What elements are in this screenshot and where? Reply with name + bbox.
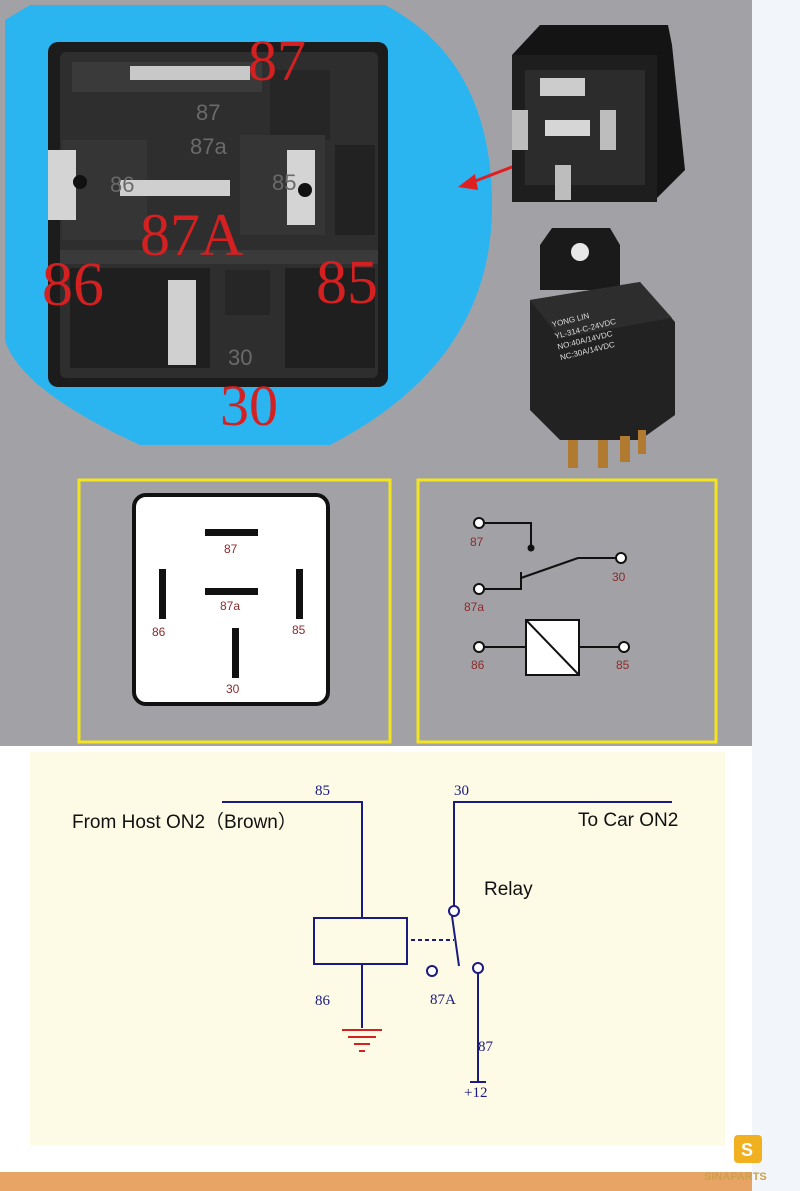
relay-label: Relay bbox=[484, 879, 533, 900]
relay-symbol-panel: 87 87a 30 86 85 bbox=[416, 478, 718, 744]
wiring-schematic: From Host ON2（Brown） To Car ON2 Relay 85… bbox=[72, 783, 678, 1101]
pinout-label-87: 87 bbox=[224, 542, 238, 556]
schematic-pin-30: 30 bbox=[454, 783, 469, 799]
brand-watermark: S SINAPARTS bbox=[704, 1135, 767, 1183]
molded-label-87a: 87a bbox=[190, 134, 227, 159]
symbol-label-87a: 87a bbox=[464, 600, 484, 614]
to-car-label: To Car ON2 bbox=[578, 810, 678, 831]
symbol-label-30: 30 bbox=[612, 570, 626, 584]
pin-label-87a: 87A bbox=[140, 202, 243, 268]
molded-label-87: 87 bbox=[196, 100, 220, 125]
ground-icon bbox=[342, 1029, 382, 1052]
from-host-label: From Host ON2（Brown） bbox=[72, 811, 297, 833]
pinout-label-86: 86 bbox=[152, 625, 166, 639]
bottom-strip bbox=[0, 1172, 752, 1191]
page-margin bbox=[752, 0, 800, 1191]
symbol-label-87: 87 bbox=[470, 535, 484, 549]
pinout-label-87a: 87a bbox=[220, 599, 240, 613]
schematic-pin-87a: 87A bbox=[430, 992, 456, 1008]
pin-label-86: 86 bbox=[42, 251, 104, 319]
relay-body-photo: YONG LIN YL-314-C-24VDC NO:40A/14VDC NC:… bbox=[530, 228, 675, 468]
molded-label-30: 30 bbox=[228, 345, 252, 370]
schematic-pin-86: 86 bbox=[315, 993, 331, 1009]
symbol-label-85: 85 bbox=[616, 658, 630, 672]
pin-label-87: 87 bbox=[248, 28, 306, 93]
schematic-pin-85: 85 bbox=[315, 783, 330, 799]
supply-label: +12 bbox=[464, 1085, 487, 1101]
molded-pin-labels: 87 87a 86 85 30 bbox=[110, 100, 296, 370]
pin-label-30: 30 bbox=[220, 373, 278, 438]
molded-label-86: 86 bbox=[110, 172, 134, 197]
relay-base-closeup bbox=[48, 42, 388, 387]
pinout-label-30: 30 bbox=[226, 682, 240, 696]
schematic-panel bbox=[30, 752, 725, 1145]
symbol-label-86: 86 bbox=[471, 658, 485, 672]
pinout-label-85: 85 bbox=[292, 623, 306, 637]
pin-label-85: 85 bbox=[316, 249, 378, 317]
brand-name: SINAPARTS bbox=[704, 1171, 767, 1183]
molded-label-85: 85 bbox=[272, 170, 296, 195]
brand-logo-icon: S bbox=[741, 1140, 753, 1160]
relay-pins-photo bbox=[512, 25, 685, 202]
photo-pin-labels: 87 87A 86 85 30 bbox=[42, 28, 378, 438]
schematic-pin-87: 87 bbox=[478, 1039, 494, 1055]
pinout-panel: 87 87a 86 85 30 bbox=[77, 478, 392, 744]
